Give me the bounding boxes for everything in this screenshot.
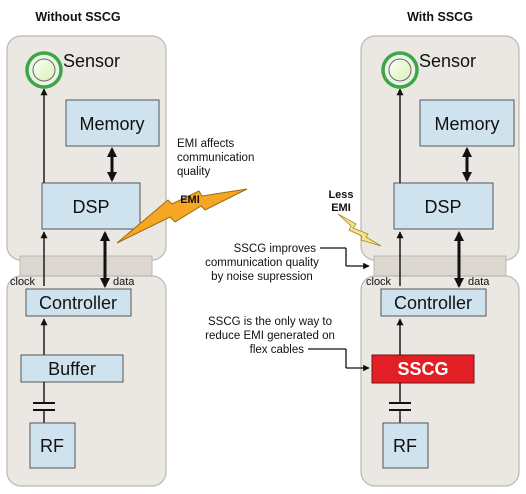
less-emi-bolt-icon [337, 213, 382, 247]
left-diagram: Sensor Memory DSP clock data Controller … [6, 35, 167, 487]
sscg-only-line-2: reduce EMI generated on [205, 330, 335, 342]
title-without-sscg: Without SSCG [35, 10, 120, 24]
right-dsp-box [393, 182, 494, 230]
less-emi-line-1: Less [328, 189, 353, 201]
sscg-only-annotation: SSCG is the only way to reduce EMI gener… [205, 316, 370, 372]
right-rf-label: RF [393, 436, 417, 456]
left-rf-label: RF [40, 436, 64, 456]
sscg-improves-annotation: SSCG improves communication quality by n… [205, 243, 370, 283]
left-buffer-label: Buffer [48, 359, 96, 379]
sscg-improves-line-2: communication quality [205, 257, 319, 269]
left-sensor-icon [32, 58, 56, 82]
left-controller-label: Controller [39, 293, 117, 313]
sscg-only-line-1: SSCG is the only way to [208, 316, 332, 328]
sscg-improves-line-1: SSCG improves [234, 243, 317, 255]
right-sensor-label: Sensor [419, 51, 476, 71]
right-capacitor-icon [389, 383, 411, 423]
emi-affects-line-1: EMI affects [177, 138, 235, 150]
emi-bolt-icon: EMI [116, 188, 248, 244]
left-sensor-label: Sensor [63, 51, 120, 71]
emi-affects-line-2: communication [177, 152, 254, 164]
right-clock-label: clock [366, 276, 392, 288]
sscg-label: SSCG [397, 359, 448, 379]
left-memory-box [65, 99, 160, 147]
left-memory-label: Memory [79, 114, 144, 134]
right-data-label: data [468, 276, 490, 288]
sscg-only-line-3: flex cables [250, 344, 305, 356]
left-dsp-box [41, 182, 141, 230]
left-buffer-box [20, 354, 124, 383]
right-dsp-label: DSP [424, 197, 461, 217]
sscg-box [371, 354, 475, 384]
left-data-label: data [113, 276, 135, 288]
right-controller-box [380, 288, 487, 317]
right-rf-box [382, 422, 429, 469]
emi-label: EMI [180, 194, 200, 206]
left-rf-box [29, 422, 76, 469]
right-diagram: Sensor Memory DSP clock data Controller … [360, 35, 520, 487]
emi-affects-line-3: quality [177, 166, 210, 178]
right-memory-box [419, 99, 515, 147]
left-controller-box [25, 288, 132, 317]
emi-affects-annotation: EMI affects communication quality [177, 138, 254, 178]
left-capacitor-icon [33, 382, 55, 423]
right-controller-label: Controller [394, 293, 472, 313]
title-with-sscg: With SSCG [407, 10, 473, 24]
right-memory-label: Memory [434, 114, 499, 134]
left-clock-label: clock [10, 276, 36, 288]
left-dsp-label: DSP [72, 197, 109, 217]
sscg-improves-line-3: by noise supression [211, 271, 313, 283]
right-sensor-icon [388, 58, 412, 82]
less-emi-line-2: EMI [331, 202, 351, 214]
